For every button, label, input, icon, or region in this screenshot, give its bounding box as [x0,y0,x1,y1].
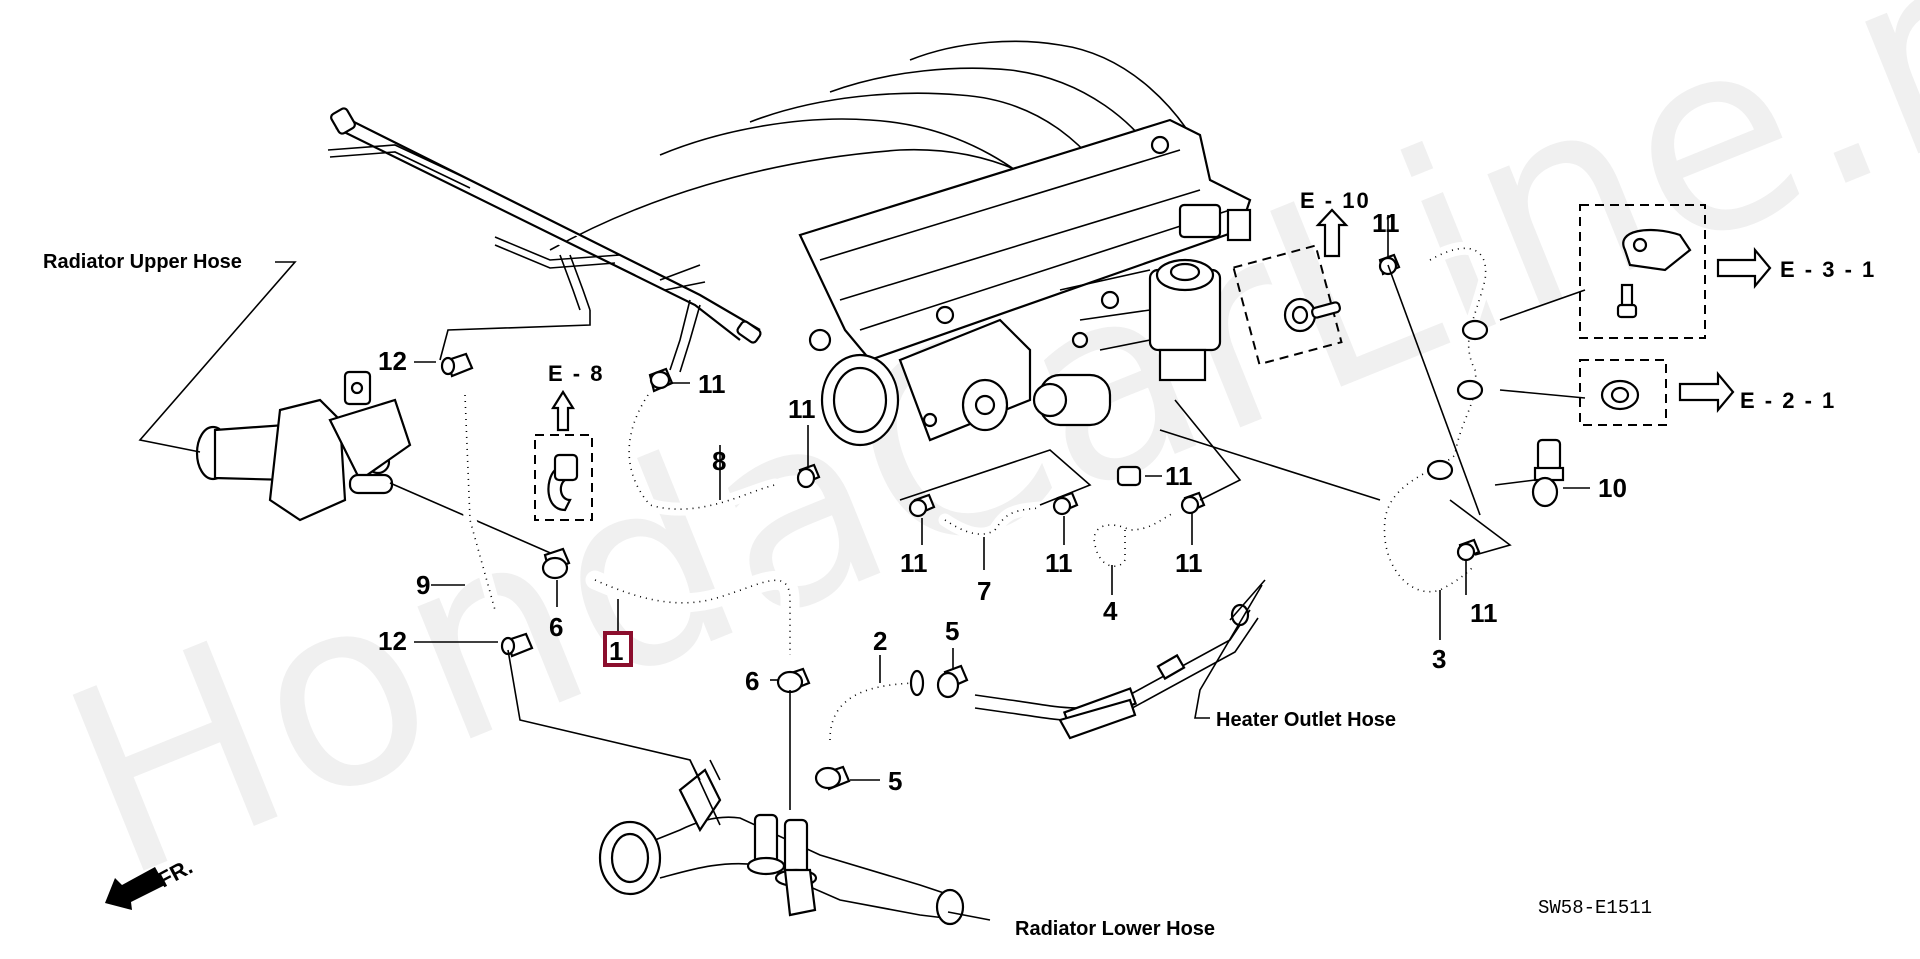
lower-water-pipe [598,759,965,926]
callout-12-upper[interactable]: 12 [378,346,407,376]
callout-11-hose4-right[interactable]: 11 [1175,548,1203,578]
hose-4[interactable] [1088,506,1181,572]
ref-e10-label[interactable]: E - 10 [1300,188,1371,213]
clamp-group [440,253,1565,791]
ref-e21-label[interactable]: E - 2 - 1 [1740,388,1836,413]
diagram-code: SW58-E1511 [1538,897,1652,919]
ref-e21-box[interactable] [1579,359,1735,426]
callout-5-lower[interactable]: 5 [888,766,902,796]
clamp-11-hose4-right[interactable] [1180,491,1206,515]
hose-8[interactable] [622,388,782,516]
water-pipe-assembly [327,107,762,373]
up-arrow-icon [1315,208,1349,258]
clamp-11-hose4-top[interactable] [1116,465,1142,487]
callout-2[interactable]: 2 [873,626,887,656]
callout-9[interactable]: 9 [416,570,430,600]
up-arrow-icon [551,389,575,432]
callout-12-lower[interactable]: 12 [378,626,407,656]
ref-e31-label[interactable]: E - 3 - 1 [1780,257,1876,282]
right-arrow-icon [1678,370,1735,414]
clamp-11-pipe[interactable] [648,367,674,393]
clip-10[interactable] [1531,438,1565,508]
callout-1[interactable]: 1 [609,636,623,666]
callout-6-lower[interactable]: 6 [745,666,759,696]
clamp-5-lower[interactable] [814,765,851,791]
hose-9[interactable] [458,388,502,617]
clamp-11-throttle[interactable] [796,463,821,489]
hose-2[interactable] [819,669,926,751]
labels: Radiator Upper Hose Radiator Lower Hose … [43,188,1876,940]
label-radiator-lower-hose[interactable]: Radiator Lower Hose [1015,918,1215,940]
callout-11-pipe[interactable]: 11 [698,369,726,399]
callout-11-hose7-right[interactable]: 11 [1045,548,1073,578]
ref-e8-box[interactable] [534,389,593,521]
callout-10[interactable]: 10 [1598,473,1627,503]
callout-6-upper[interactable]: 6 [549,612,563,642]
ref-e8-label[interactable]: E - 8 [548,361,604,386]
highlight-box-part-1 [603,631,633,667]
label-heater-outlet-hose[interactable]: Heater Outlet Hose [1216,709,1396,731]
callout-11-hose7-left[interactable]: 11 [900,548,928,578]
callout-11-hose3-bottom[interactable]: 11 [1470,598,1498,628]
ref-e31-box[interactable] [1579,204,1772,339]
callout-7[interactable]: 7 [977,576,991,606]
heater-outlet-pipe [974,579,1266,740]
ref-e10-box[interactable] [1232,208,1349,366]
hose-7[interactable] [938,501,1047,541]
clamp-12-upper[interactable] [440,352,474,378]
callout-4[interactable]: 4 [1103,596,1118,626]
clamp-6-upper[interactable] [541,547,571,580]
hose-3[interactable] [1377,241,1493,599]
callout-11-hose4-top[interactable]: 11 [1165,461,1193,491]
clamp-5-upper[interactable] [936,664,969,699]
hose-1[interactable] [585,570,800,665]
callout-11-hose3-top[interactable]: 11 [1372,208,1400,238]
callout-5-upper[interactable]: 5 [945,616,959,646]
front-arrow-icon [105,867,165,910]
callout-8[interactable]: 8 [712,446,726,476]
leader-lines [138,215,1590,921]
callout-3[interactable]: 3 [1432,644,1446,674]
label-radiator-upper-hose[interactable]: Radiator Upper Hose [43,251,242,273]
clamp-6-lower[interactable] [776,667,811,694]
clamp-11-hose3-bottom[interactable] [1456,538,1481,562]
intake-manifold [549,40,1252,447]
callout-11-throttle[interactable]: 11 [788,394,816,424]
right-arrow-icon [1716,246,1772,290]
clamp-11-hose7-left[interactable] [908,493,936,518]
